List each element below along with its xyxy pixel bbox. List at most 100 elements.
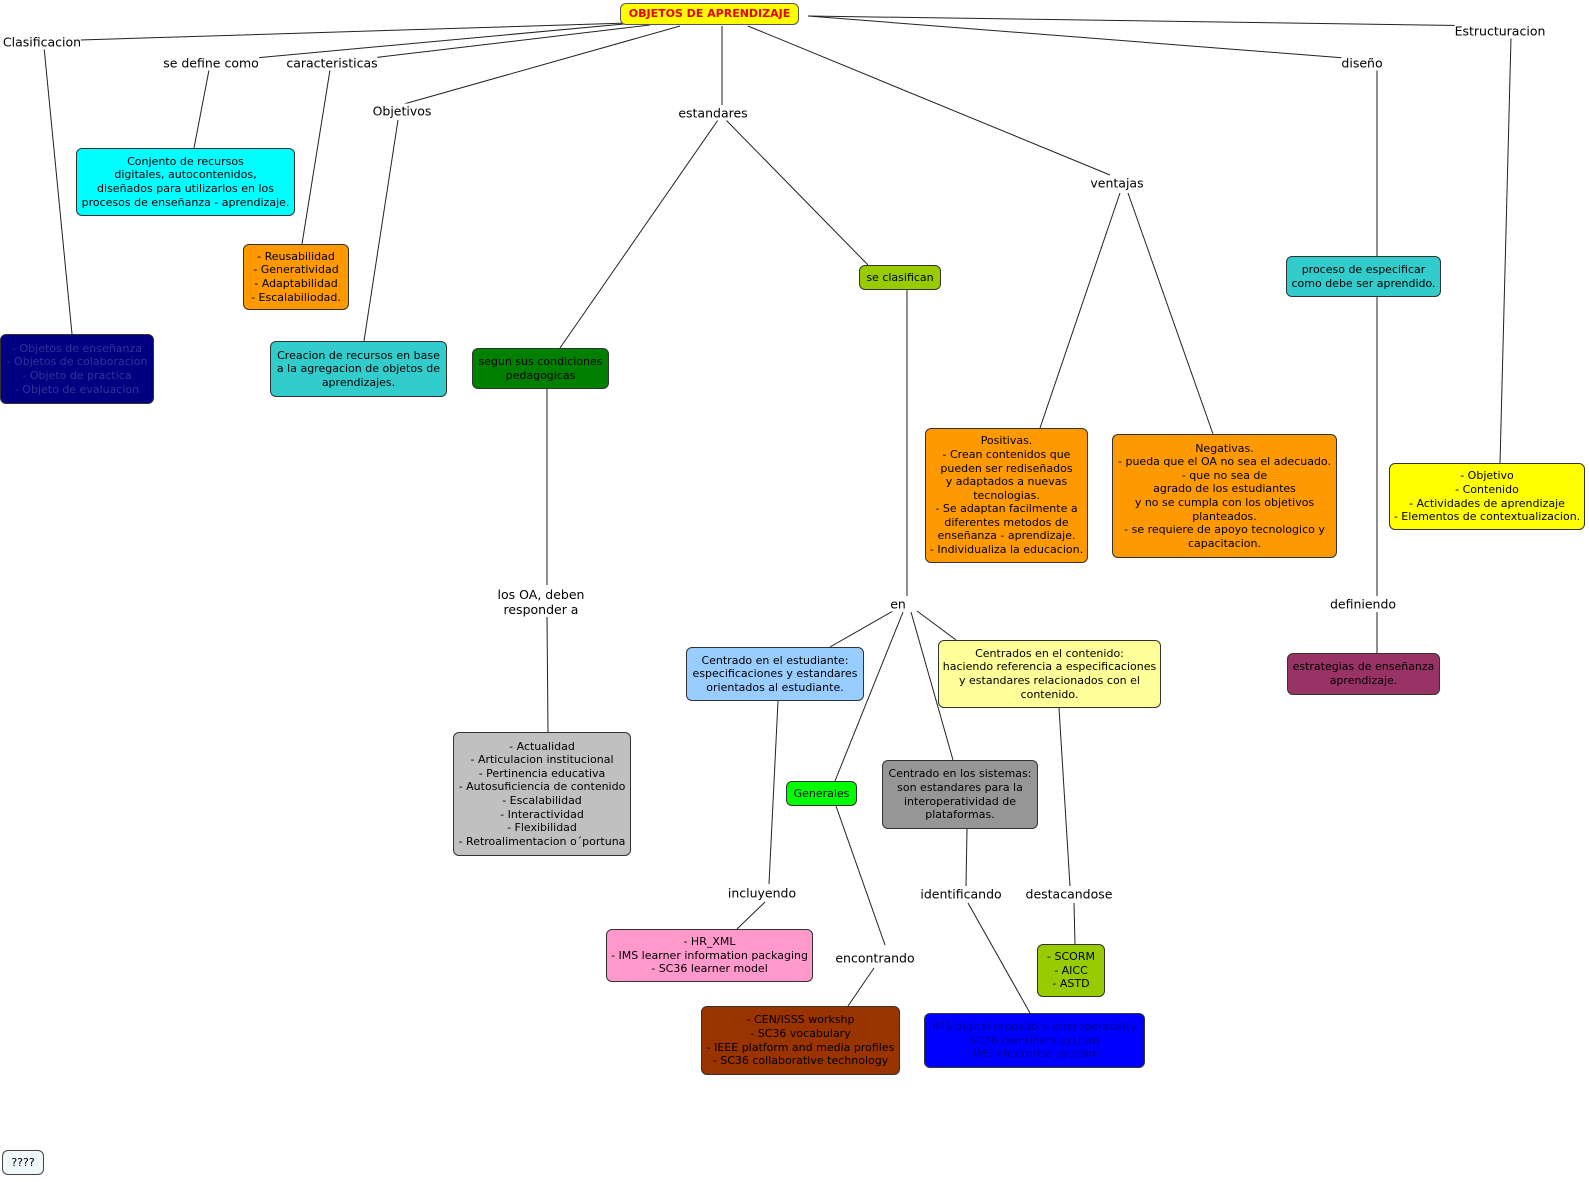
label-se-define-como: se define como xyxy=(163,55,259,71)
general-standards-node[interactable]: - CEN/ISSS workshp- SC36 vocabulary- IEE… xyxy=(701,1006,900,1075)
pos-text-line: - Se adaptan facilmente a xyxy=(935,502,1078,516)
connector-line xyxy=(79,22,629,41)
ccont-text-line: contenido. xyxy=(1020,687,1079,701)
list-text-line: - Interactividad xyxy=(500,807,584,821)
connector-line xyxy=(1058,707,1071,887)
segun-text-line: pedagogicas xyxy=(505,368,576,382)
obj-text-line: a la agregacion de objetos de xyxy=(276,362,441,376)
connector-line xyxy=(807,15,1495,27)
link-label-text: estandares xyxy=(678,105,748,121)
main-concept-node[interactable]: OBJETOS DE APRENDIZAJE xyxy=(620,3,799,25)
connector-line xyxy=(725,119,869,266)
content-centered-node[interactable]: Centrados en el contenido:haciendo refer… xyxy=(938,640,1161,708)
obj-text-line: aprendizajes. xyxy=(321,375,396,389)
connector-line xyxy=(301,69,331,245)
link-label-text: responder a xyxy=(503,602,579,617)
label-estandares: estandares xyxy=(678,105,748,121)
connector-line xyxy=(1127,192,1214,435)
list-text-line: - Articulacion institucional xyxy=(470,753,614,767)
content-standards-node[interactable]: - SCORM- AICC- ASTD xyxy=(1037,944,1105,997)
ims-text-line: IMS enterprise system xyxy=(973,1047,1096,1061)
cest-text-line: Centrado en el estudiante: xyxy=(701,653,849,667)
ccont-text-line: y estandares relacionados con el xyxy=(959,674,1140,687)
link-label-text: los OA, deben xyxy=(497,587,585,602)
label-en: en xyxy=(890,596,906,612)
pos-text-line: enseñanza - aprendizaje. xyxy=(937,529,1076,543)
clasif-text-line: - Objetos de enseñanza xyxy=(12,341,142,355)
connector-line xyxy=(967,902,1031,1014)
csis-text-line: interoperatividad de xyxy=(903,794,1017,808)
list-text-line: - Actualidad xyxy=(509,739,575,753)
negative-advantages-node[interactable]: Negativas.- pueda que el OA no sea el ad… xyxy=(1112,434,1337,558)
label-diseno: diseño xyxy=(1341,55,1383,71)
pos-text-line: Positivas. xyxy=(980,434,1033,448)
link-label-text: definiendo xyxy=(1329,596,1397,612)
characteristics-node[interactable]: - Reusabilidad- Generatividad- Adaptabil… xyxy=(243,244,349,310)
ims-text-line: SC36 identifiers system xyxy=(969,1033,1100,1047)
defn-text-line: digitales, autocontenidos, xyxy=(114,168,257,182)
connector-line xyxy=(546,616,549,733)
hr-text-line: - HR_XML xyxy=(683,935,736,949)
unknown-node[interactable]: ???? xyxy=(2,1150,44,1175)
student-centered-node[interactable]: Centrado en el estudiante:especificacion… xyxy=(686,647,864,701)
estrat-text-line: aprendizaje. xyxy=(1329,674,1398,687)
carac-text-line: - Adaptabilidad xyxy=(254,277,338,290)
pos-text-line: pueden ser rediseñados xyxy=(940,461,1073,475)
requirements-list-node[interactable]: - Actualidad- Articulacion institucional… xyxy=(453,732,631,856)
hr-text-line: - IMS learner information packaging xyxy=(611,948,808,962)
neg-text-line: agrado de los estudiantes xyxy=(1153,482,1296,496)
connector-line xyxy=(965,828,968,887)
neg-text-line: planteados. xyxy=(1192,509,1257,523)
neg-text-line: - pueda que el OA no sea el adecuado. xyxy=(1118,455,1331,469)
csis-text-line: plataformas. xyxy=(925,808,995,822)
classified-node[interactable]: se clasifican xyxy=(859,265,941,290)
connector-line xyxy=(43,46,73,335)
link-label-text: caracteristicas xyxy=(286,55,378,71)
label-incluyendo: incluyendo xyxy=(727,885,797,901)
carac-text-line: - Escalabiliodad. xyxy=(251,290,341,304)
clasif-text-line: - Objeto de practica xyxy=(22,369,132,382)
cest-text-line: especificaciones y estandares xyxy=(692,667,858,681)
defn-text-line: procesos de enseñanza - aprendizaje. xyxy=(81,195,290,209)
connector-line xyxy=(403,25,681,105)
link-label-text: ventajas xyxy=(1090,175,1144,191)
main-text-line: OBJETOS DE APRENDIZAJE xyxy=(628,7,791,21)
ccont-text-line: Centrados en el contenido: xyxy=(975,646,1124,660)
cen-text-line: - IEEE platform and media profiles xyxy=(706,1040,895,1054)
student-standards-node[interactable]: - HR_XML- IMS learner information packag… xyxy=(606,929,813,982)
connector-line xyxy=(835,805,886,946)
gen-text-line: Generales xyxy=(793,786,850,800)
structuring-node[interactable]: - Objetivo- Contenido- Actividades de ap… xyxy=(1389,463,1585,530)
pos-text-line: y adaptados a nuevas xyxy=(945,475,1068,489)
proc-text-line: como debe ser aprendido. xyxy=(1291,276,1436,290)
link-label-text: encontrando xyxy=(835,950,915,966)
link-label-text: destacandose xyxy=(1025,886,1113,902)
classification-node[interactable]: - Objetos de enseñanza- Objetos de colab… xyxy=(0,334,154,404)
connector-line xyxy=(371,24,651,59)
connector-line xyxy=(193,69,210,149)
connector-line xyxy=(559,119,719,349)
connector-line xyxy=(747,25,1111,176)
seclas-text-line: se clasifican xyxy=(866,270,934,284)
list-text-line: - Retroalimentacion o´portuna xyxy=(458,834,626,848)
systems-centered-node[interactable]: Centrado en los sistemas:son estandares … xyxy=(882,760,1038,829)
hr-text-line: - SC36 learner model xyxy=(651,962,768,976)
label-objetivos: Objetivos xyxy=(372,103,432,119)
clasif-text-line: - Objeto de evaluacion xyxy=(14,382,140,396)
neg-text-line: - se requiere de apoyo tecnologico y xyxy=(1124,523,1325,537)
connector-line xyxy=(807,15,1346,59)
estr-text-line: - Contenido xyxy=(1455,482,1519,496)
label-identificando: identificando xyxy=(920,886,1002,902)
neg-text-line: capacitacion. xyxy=(1188,536,1261,550)
general-node[interactable]: Generales xyxy=(786,781,857,806)
connector-line xyxy=(834,611,904,782)
